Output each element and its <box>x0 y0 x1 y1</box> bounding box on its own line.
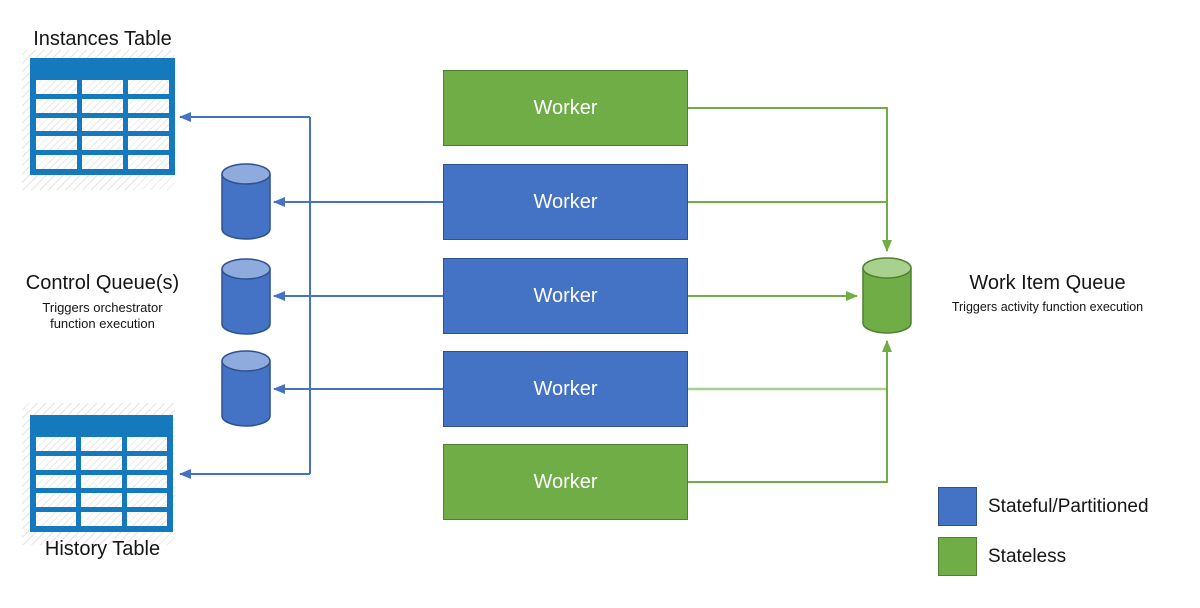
history-table-icon <box>30 415 173 532</box>
table-cell <box>128 98 169 113</box>
history-table-title: History Table <box>44 538 161 560</box>
control-queue-cylinder-2 <box>221 258 271 335</box>
legend-label-stateless: Stateless <box>988 545 1067 567</box>
control-queues-subtitle-line1: Triggers orchestrator <box>42 300 163 315</box>
table-cell <box>81 493 122 508</box>
control-queues-labelblock: Control Queue(s) Triggers orchestrator f… <box>0 272 205 332</box>
table-cell <box>36 155 77 169</box>
control-queues-subtitle-line2: function execution <box>50 316 155 331</box>
control-queue-cylinder-3 <box>221 350 271 427</box>
table-cell <box>82 136 123 151</box>
work-item-queue-labelblock: Work Item Queue Triggers activity functi… <box>935 272 1160 315</box>
table-cell <box>81 437 122 451</box>
table-cell <box>36 117 77 132</box>
table-cell <box>36 474 77 489</box>
connector-worker1-to-work-item-queue <box>688 107 892 252</box>
table-cell <box>82 80 123 94</box>
table-cell <box>36 493 77 508</box>
table-cell <box>82 155 123 169</box>
instances-table-title: Instances Table <box>33 28 172 50</box>
legend-swatch-stateless <box>938 537 977 576</box>
table-cell <box>126 474 167 489</box>
table-cell <box>36 512 77 526</box>
history-table-grid <box>36 437 167 526</box>
table-cell <box>81 474 122 489</box>
worker-box-4: Worker <box>443 351 688 427</box>
instances-table-icon <box>30 58 175 175</box>
worker-label: Worker <box>533 377 598 400</box>
table-cell <box>36 437 77 451</box>
worker-box-3: Worker <box>443 258 688 334</box>
table-cell <box>128 117 169 132</box>
table-cell <box>81 512 122 526</box>
table-cell <box>82 117 123 132</box>
table-cell <box>82 98 123 113</box>
worker-box-1: Worker <box>443 70 688 146</box>
table-cell <box>36 136 77 151</box>
worker-label: Worker <box>533 284 598 307</box>
table-cell <box>128 80 169 94</box>
work-item-queue-title: Work Item Queue <box>969 272 1126 294</box>
worker-label: Worker <box>533 96 598 119</box>
worker-box-2: Worker <box>443 164 688 240</box>
connector-worker5-to-work-item-queue <box>688 340 892 483</box>
legend-swatch-stateful <box>938 487 977 526</box>
table-cell <box>126 455 167 470</box>
table-cell <box>126 493 167 508</box>
control-queue-cylinder-1 <box>221 163 271 240</box>
instances-table-grid <box>36 80 169 169</box>
table-cell <box>36 80 77 94</box>
table-cell <box>126 512 167 526</box>
legend-label-stateful: Stateful/Partitioned <box>988 495 1149 517</box>
worker-box-5: Worker <box>443 444 688 520</box>
table-cell <box>126 437 167 451</box>
table-cell <box>36 98 77 113</box>
table-cell <box>81 455 122 470</box>
table-cell <box>128 155 169 169</box>
table-cell <box>36 455 77 470</box>
work-item-queue-cylinder <box>862 257 912 334</box>
control-queues-title: Control Queue(s) <box>25 272 180 294</box>
table-cell <box>128 136 169 151</box>
worker-label: Worker <box>533 190 598 213</box>
work-item-queue-subtitle: Triggers activity function execution <box>951 300 1144 314</box>
worker-label: Worker <box>533 470 598 493</box>
